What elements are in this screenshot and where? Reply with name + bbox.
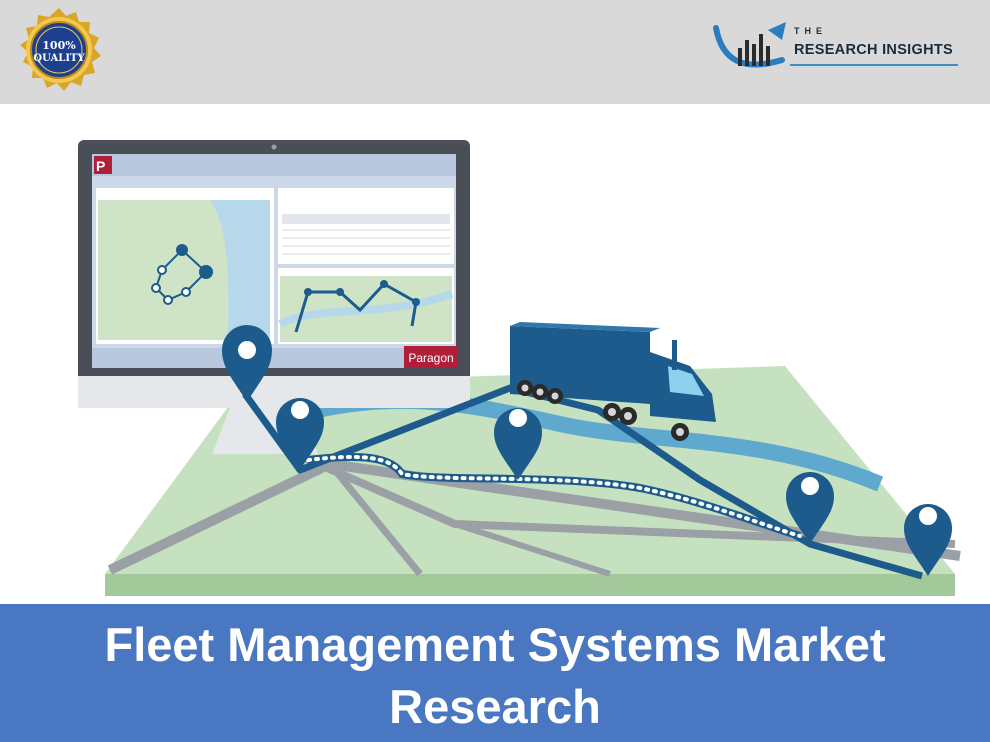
brand-prefix: THE: [794, 26, 827, 36]
seal-label-quality: QUALITY: [33, 53, 85, 64]
brand-underline: [790, 64, 958, 66]
map-pin-icon: [276, 398, 324, 470]
truck-icon: [510, 322, 716, 441]
fleet-illustration: P Paragon: [0, 104, 990, 604]
seal-label-percent: 100%: [42, 39, 76, 52]
app-name: Paragon: [408, 351, 453, 365]
brand-logo: THE RESEARCH INSIGHTS: [712, 20, 972, 84]
title-banner: Fleet Management Systems Market Research: [0, 604, 990, 742]
title-line-1: Fleet Management Systems Market: [104, 618, 886, 671]
title-line-2: Research: [389, 680, 601, 733]
map-pin-icon: [904, 504, 952, 576]
bar-chart-logo-icon: [713, 22, 786, 68]
monitor-icon: [78, 140, 470, 454]
brand-name: RESEARCH INSIGHTS: [794, 42, 953, 58]
map-pin-icon: [222, 325, 272, 402]
quality-seal-icon: 100% QUALITY: [14, 6, 104, 96]
page-title: Fleet Management Systems Market Research: [0, 614, 990, 738]
app-initial: P: [96, 158, 105, 174]
map-pin-icon: [494, 408, 542, 480]
map-pin-icon: [786, 472, 834, 544]
header-bar: 100% QUALITY THE RESEARCH INSIGHTS: [0, 0, 990, 104]
